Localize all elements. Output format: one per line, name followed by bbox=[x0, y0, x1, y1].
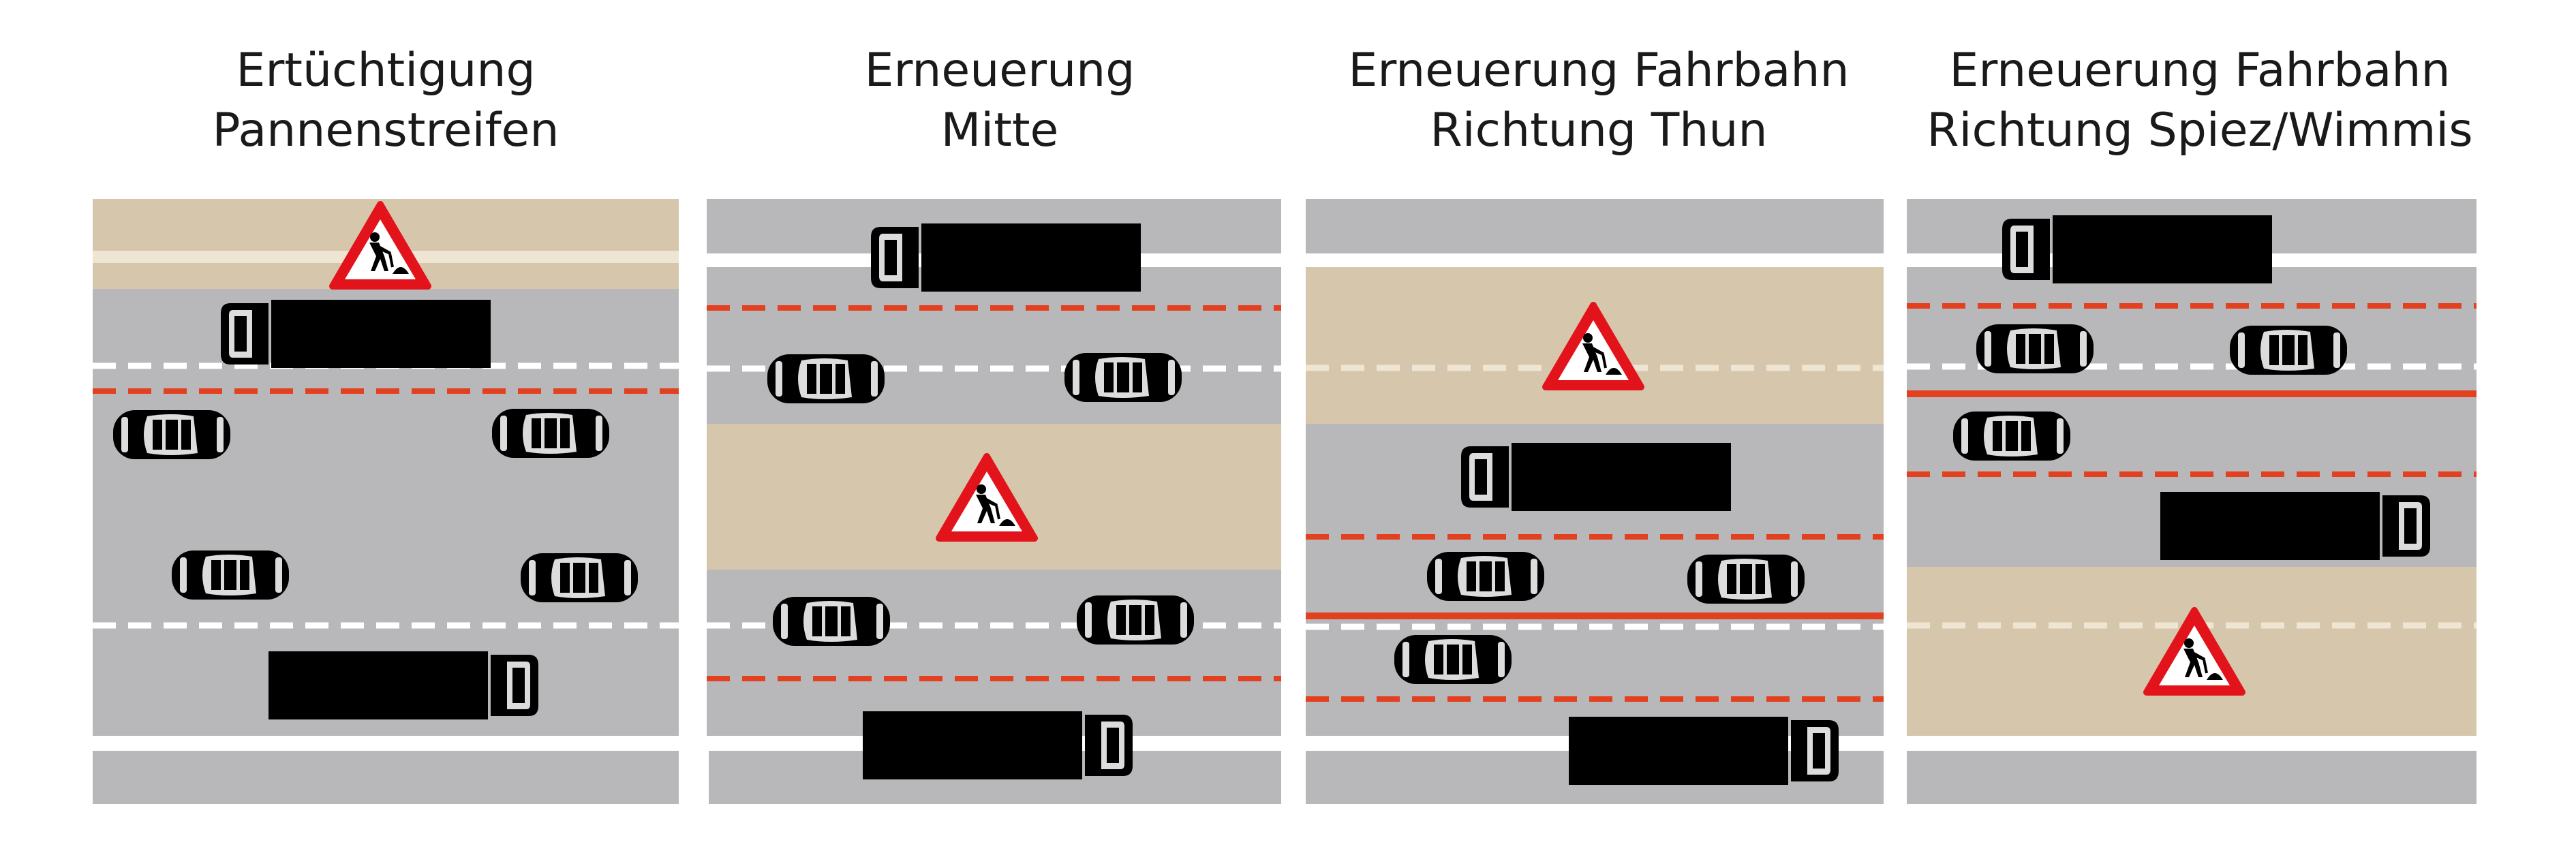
truck-icon bbox=[863, 711, 1133, 779]
panel-2-title: Erneuerung Mitte bbox=[707, 41, 1293, 161]
panel-1-title-line-1: Ertüchtigung bbox=[236, 44, 536, 97]
car-icon bbox=[492, 409, 609, 458]
car-icon bbox=[1953, 412, 2070, 461]
panel-2-left-edge bbox=[698, 736, 709, 804]
panel-1-separator bbox=[93, 736, 679, 751]
panel-2-title-line-1: Erneuerung bbox=[864, 44, 1135, 97]
car-icon bbox=[1064, 353, 1182, 402]
panel-3-title: Erneuerung Fahrbahn Richtung Thun bbox=[1306, 41, 1892, 161]
panel-4-title: Erneuerung Fahrbahn Richtung Spiez/Wimmi… bbox=[1907, 41, 2493, 161]
car-icon bbox=[521, 553, 638, 602]
car-icon bbox=[2230, 326, 2347, 375]
truck-icon bbox=[2160, 492, 2430, 560]
car-icon bbox=[113, 410, 230, 459]
panel-2-title-line-2: Mitte bbox=[940, 104, 1059, 157]
panel-1-lower-shoulder bbox=[93, 751, 679, 804]
panel-3-road-section bbox=[1306, 199, 1884, 804]
panel-3-top-separator bbox=[1306, 253, 1884, 267]
panel-4-title-line-1: Erneuerung Fahrbahn bbox=[1949, 44, 2451, 97]
car-icon bbox=[1077, 595, 1194, 645]
truck-icon bbox=[871, 223, 1141, 292]
truck-icon bbox=[269, 651, 538, 719]
panel-4-road-section bbox=[1907, 199, 2477, 804]
panel-3-title-line-1: Erneuerung Fahrbahn bbox=[1348, 44, 1850, 97]
car-icon bbox=[1976, 324, 2094, 373]
car-icon bbox=[773, 597, 890, 646]
panel-1-road-section bbox=[93, 199, 679, 804]
car-icon bbox=[1687, 555, 1805, 604]
car-icon bbox=[767, 354, 885, 403]
panel-4-title-line-2: Richtung Spiez/Wimmis bbox=[1927, 104, 2473, 157]
panel-4-bottom-separator bbox=[1907, 736, 2477, 751]
car-icon bbox=[172, 550, 289, 600]
panel-1-title-line-2: Pannenstreifen bbox=[212, 104, 559, 157]
car-icon bbox=[1427, 552, 1544, 601]
truck-icon bbox=[1461, 443, 1731, 511]
panel-2-road-section bbox=[698, 199, 1281, 804]
panel-1-title: Ertüchtigung Pannenstreifen bbox=[93, 41, 679, 161]
car-icon bbox=[1394, 635, 1512, 684]
truck-icon bbox=[2002, 215, 2272, 283]
truck-icon bbox=[1569, 717, 1839, 785]
truck-icon bbox=[221, 300, 491, 368]
panel-3-title-line-2: Richtung Thun bbox=[1430, 104, 1768, 157]
